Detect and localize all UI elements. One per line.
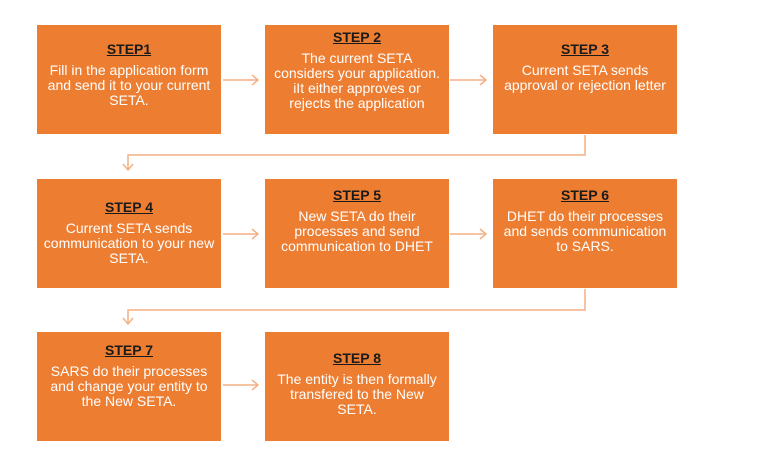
step-8-title: STEP 8 — [333, 350, 381, 366]
connector-6-7-head — [122, 317, 134, 326]
connector-6-7 — [127, 289, 586, 324]
arrow-5-6-head — [479, 228, 488, 240]
step-8-text: The entity is then formally transfered t… — [277, 371, 437, 417]
step-1-text: Fill in the application form and send it… — [47, 62, 211, 108]
step-2-title: STEP 2 — [333, 29, 381, 45]
connector-3-4-head — [122, 163, 134, 172]
step-2-text: The current SETA considers your applicat… — [274, 50, 440, 111]
connector-3-4 — [127, 135, 586, 170]
step-7-title: STEP 7 — [105, 342, 153, 358]
step-4-title: STEP 4 — [105, 199, 153, 215]
step-5-box: STEP 5 New SETA do their processes and s… — [265, 179, 449, 288]
step-6-box: STEP 6 DHET do their processes and sends… — [493, 179, 677, 288]
arrow-1-2-head — [251, 74, 260, 86]
step-1-box: STEP1 Fill in the application form and s… — [37, 25, 221, 134]
step-6-title: STEP 6 — [561, 187, 609, 203]
step-5-title: STEP 5 — [333, 187, 381, 203]
step-8-box: STEP 8 The entity is then formally trans… — [265, 332, 449, 441]
arrow-4-5-head — [251, 228, 260, 240]
step-4-text: Current SETA sends communication to your… — [43, 220, 215, 266]
step-3-title: STEP 3 — [561, 41, 609, 57]
arrow-7-8-head — [251, 379, 260, 391]
step-3-text: Current SETA sends approval or rejection… — [504, 62, 666, 93]
step-4-box: STEP 4 Current SETA sends communication … — [37, 179, 221, 288]
step-3-box: STEP 3 Current SETA sends approval or re… — [493, 25, 677, 134]
step-2-box: STEP 2 The current SETA considers your a… — [265, 25, 449, 134]
step-7-box: STEP 7 SARS do their processes and chang… — [37, 332, 221, 441]
step-6-text: DHET do their processes and sends commun… — [503, 208, 667, 254]
step-7-text: SARS do their processes and change your … — [50, 363, 208, 409]
step-5-text: New SETA do their processes and send com… — [281, 208, 433, 254]
arrow-2-3-head — [479, 74, 488, 86]
step-1-title: STEP1 — [106, 41, 152, 57]
